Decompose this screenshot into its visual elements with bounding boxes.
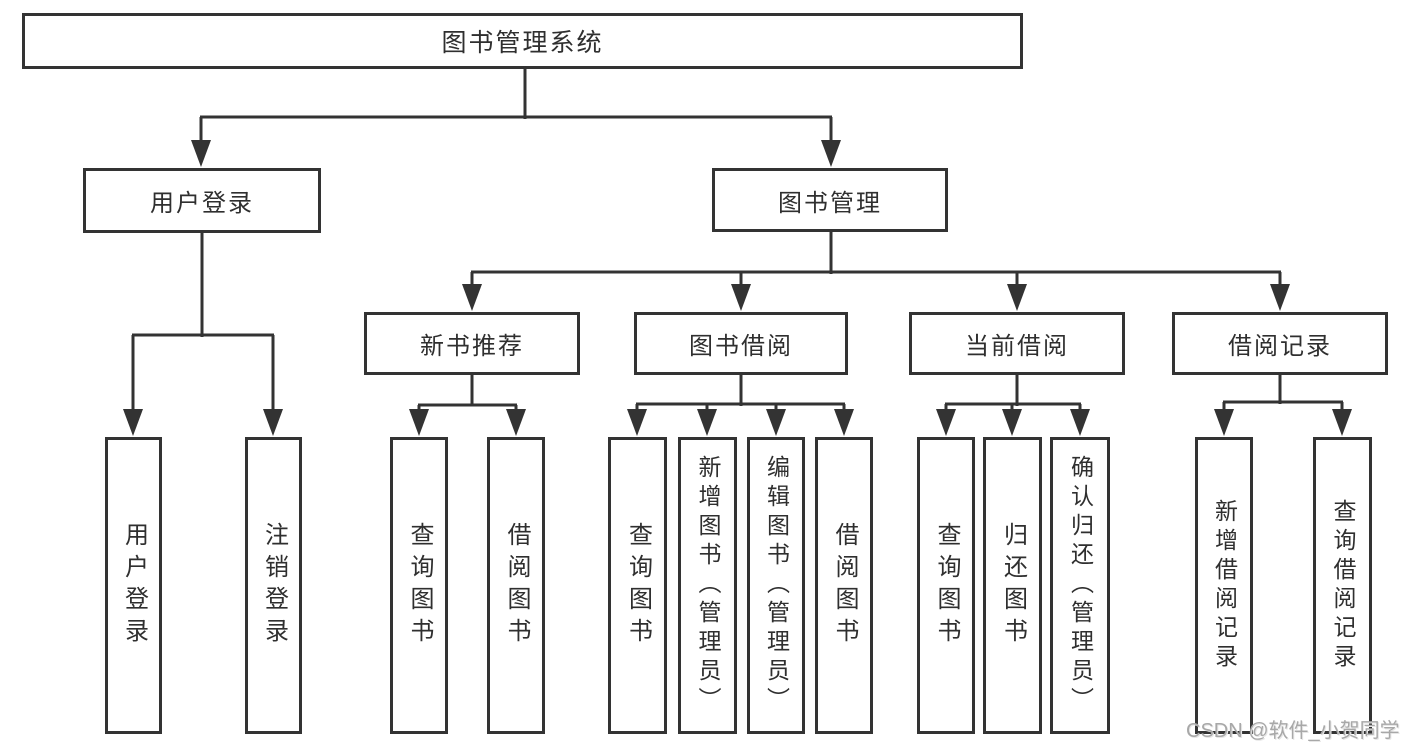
node-new-book-recommend: 新书推荐: [364, 312, 580, 375]
node-current-borrow-label: 当前借阅: [965, 333, 1069, 360]
leaf-br-query-record-label: 查询借阅记录: [1330, 498, 1356, 673]
node-root-label: 图书管理系统: [441, 29, 604, 57]
leaf-logout: 注销登录: [245, 437, 302, 734]
arrowheads: [123, 140, 1352, 436]
node-user-login: 用户登录: [83, 168, 321, 233]
leaf-br-add-record: 新增借阅记录: [1195, 437, 1253, 734]
leaf-bb-edit-books: 编辑图书（管理员）: [747, 437, 805, 734]
node-borrow-records: 借阅记录: [1172, 312, 1388, 375]
leaf-user-login: 用户登录: [105, 437, 162, 734]
node-book-borrow: 图书借阅: [634, 312, 848, 375]
node-user-login-label: 用户登录: [150, 190, 254, 217]
leaf-rec-query-books: 查询图书: [390, 437, 448, 734]
leaf-bb-edit-books-label: 编辑图书（管理员）: [763, 455, 790, 716]
leaf-br-add-record-label: 新增借阅记录: [1211, 498, 1238, 673]
leaf-bb-borrow-books: 借阅图书: [815, 437, 873, 734]
leaf-bb-add-books-label: 新增图书（管理员）: [695, 455, 721, 716]
leaf-logout-label: 注销登录: [260, 521, 288, 650]
node-new-book-recommend-label: 新书推荐: [420, 333, 524, 360]
leaf-cb-query-books-label: 查询图书: [933, 521, 960, 650]
leaf-br-query-record: 查询借阅记录: [1313, 437, 1372, 734]
node-book-management-label: 图书管理: [778, 189, 882, 217]
leaf-rec-query-books-label: 查询图书: [406, 521, 433, 650]
node-book-management: 图书管理: [712, 168, 948, 232]
watermark: CSDN @软件_小贺同学: [1186, 720, 1400, 742]
node-borrow-records-label: 借阅记录: [1228, 333, 1332, 360]
leaf-cb-return-books-label: 归还图书: [999, 521, 1027, 650]
leaf-cb-confirm-return: 确认归还（管理员）: [1050, 437, 1110, 734]
leaf-user-login-label: 用户登录: [120, 521, 148, 650]
node-root-system: 图书管理系统: [22, 13, 1023, 69]
leaf-bb-add-books: 新增图书（管理员）: [678, 437, 737, 734]
leaf-rec-borrow-books-label: 借阅图书: [503, 521, 530, 650]
leaf-cb-confirm-return-label: 确认归还（管理员）: [1067, 455, 1094, 716]
leaf-bb-borrow-books-label: 借阅图书: [831, 521, 858, 650]
node-current-borrow: 当前借阅: [909, 312, 1125, 375]
leaf-bb-query-books: 查询图书: [608, 437, 667, 734]
leaf-bb-query-books-label: 查询图书: [624, 521, 652, 650]
node-book-borrow-label: 图书借阅: [689, 333, 793, 360]
leaf-rec-borrow-books: 借阅图书: [487, 437, 545, 734]
leaf-cb-return-books: 归还图书: [983, 437, 1042, 734]
leaf-cb-query-books: 查询图书: [917, 437, 975, 734]
